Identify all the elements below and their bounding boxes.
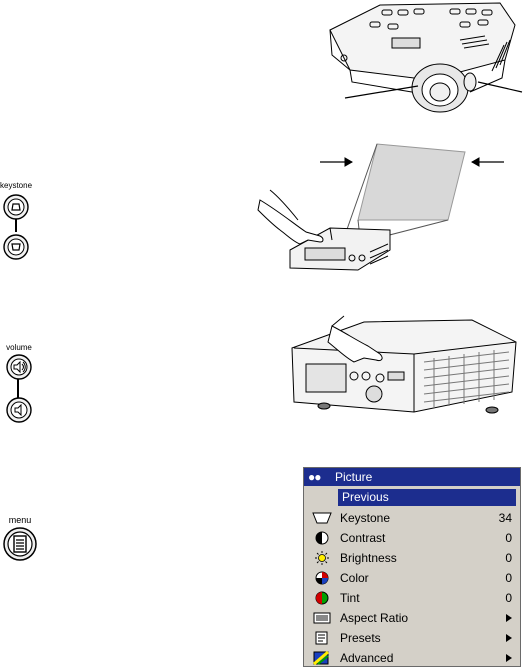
menu-item-label: Advanced xyxy=(340,651,394,665)
color-icon xyxy=(315,571,329,585)
volume-adjust-illustration xyxy=(291,315,517,414)
menu-item-value: 0 xyxy=(505,551,512,565)
menu-item-value: 0 xyxy=(505,531,512,545)
menu-item-tint[interactable]: Tint 0 xyxy=(304,588,520,608)
menu-item-presets[interactable]: Presets xyxy=(304,628,520,648)
menu-item-label: Aspect Ratio xyxy=(340,611,409,625)
menu-title: Picture xyxy=(335,470,373,484)
volume-down-button[interactable] xyxy=(5,396,33,424)
menu-item-label: Color xyxy=(340,571,369,585)
menu-item-brightness[interactable]: Brightness 0 xyxy=(304,548,520,568)
keystone-down-button[interactable] xyxy=(2,233,30,261)
menu-item-label: Contrast xyxy=(340,531,386,545)
menu-item-label: Keystone xyxy=(340,511,391,525)
submenu-arrow-icon xyxy=(506,614,512,622)
aspect-ratio-icon xyxy=(313,612,331,624)
volume-label: volume xyxy=(6,343,32,352)
menu-item-label: Brightness xyxy=(340,551,397,565)
menu-item-value: 34 xyxy=(498,511,512,525)
menu-title-dots: ●● xyxy=(308,470,321,484)
menu-item-value: 0 xyxy=(505,591,512,605)
menu-label: menu xyxy=(8,515,32,525)
projector-lens-illustration xyxy=(329,2,523,113)
submenu-arrow-icon xyxy=(506,634,512,642)
menu-item-label: Presets xyxy=(340,631,381,645)
advanced-icon xyxy=(313,651,329,665)
menu-button[interactable] xyxy=(2,526,38,562)
keystone-up-button[interactable] xyxy=(2,193,30,221)
menu-title-bar: ●● Picture xyxy=(304,468,520,486)
volume-up-button[interactable] xyxy=(5,353,33,381)
picture-menu: ●● Picture Previous Keystone 34 Contrast… xyxy=(303,467,521,667)
menu-item-previous[interactable]: Previous xyxy=(338,489,516,506)
tint-icon xyxy=(315,591,329,605)
menu-item-contrast[interactable]: Contrast 0 xyxy=(304,528,520,548)
menu-item-label: Tint xyxy=(340,591,360,605)
keystone-adjust-illustration xyxy=(257,143,504,271)
menu-item-value: 0 xyxy=(505,571,512,585)
keystone-label: keystone xyxy=(0,181,33,190)
keystone-icon xyxy=(312,512,332,524)
menu-item-advanced[interactable]: Advanced xyxy=(304,648,520,668)
menu-item-keystone[interactable]: Keystone 34 xyxy=(304,508,520,528)
contrast-icon xyxy=(315,531,329,545)
submenu-arrow-icon xyxy=(506,654,512,662)
brightness-icon xyxy=(315,551,329,565)
presets-icon xyxy=(315,631,328,645)
menu-item-color[interactable]: Color 0 xyxy=(304,568,520,588)
menu-item-aspect-ratio[interactable]: Aspect Ratio xyxy=(304,608,520,628)
